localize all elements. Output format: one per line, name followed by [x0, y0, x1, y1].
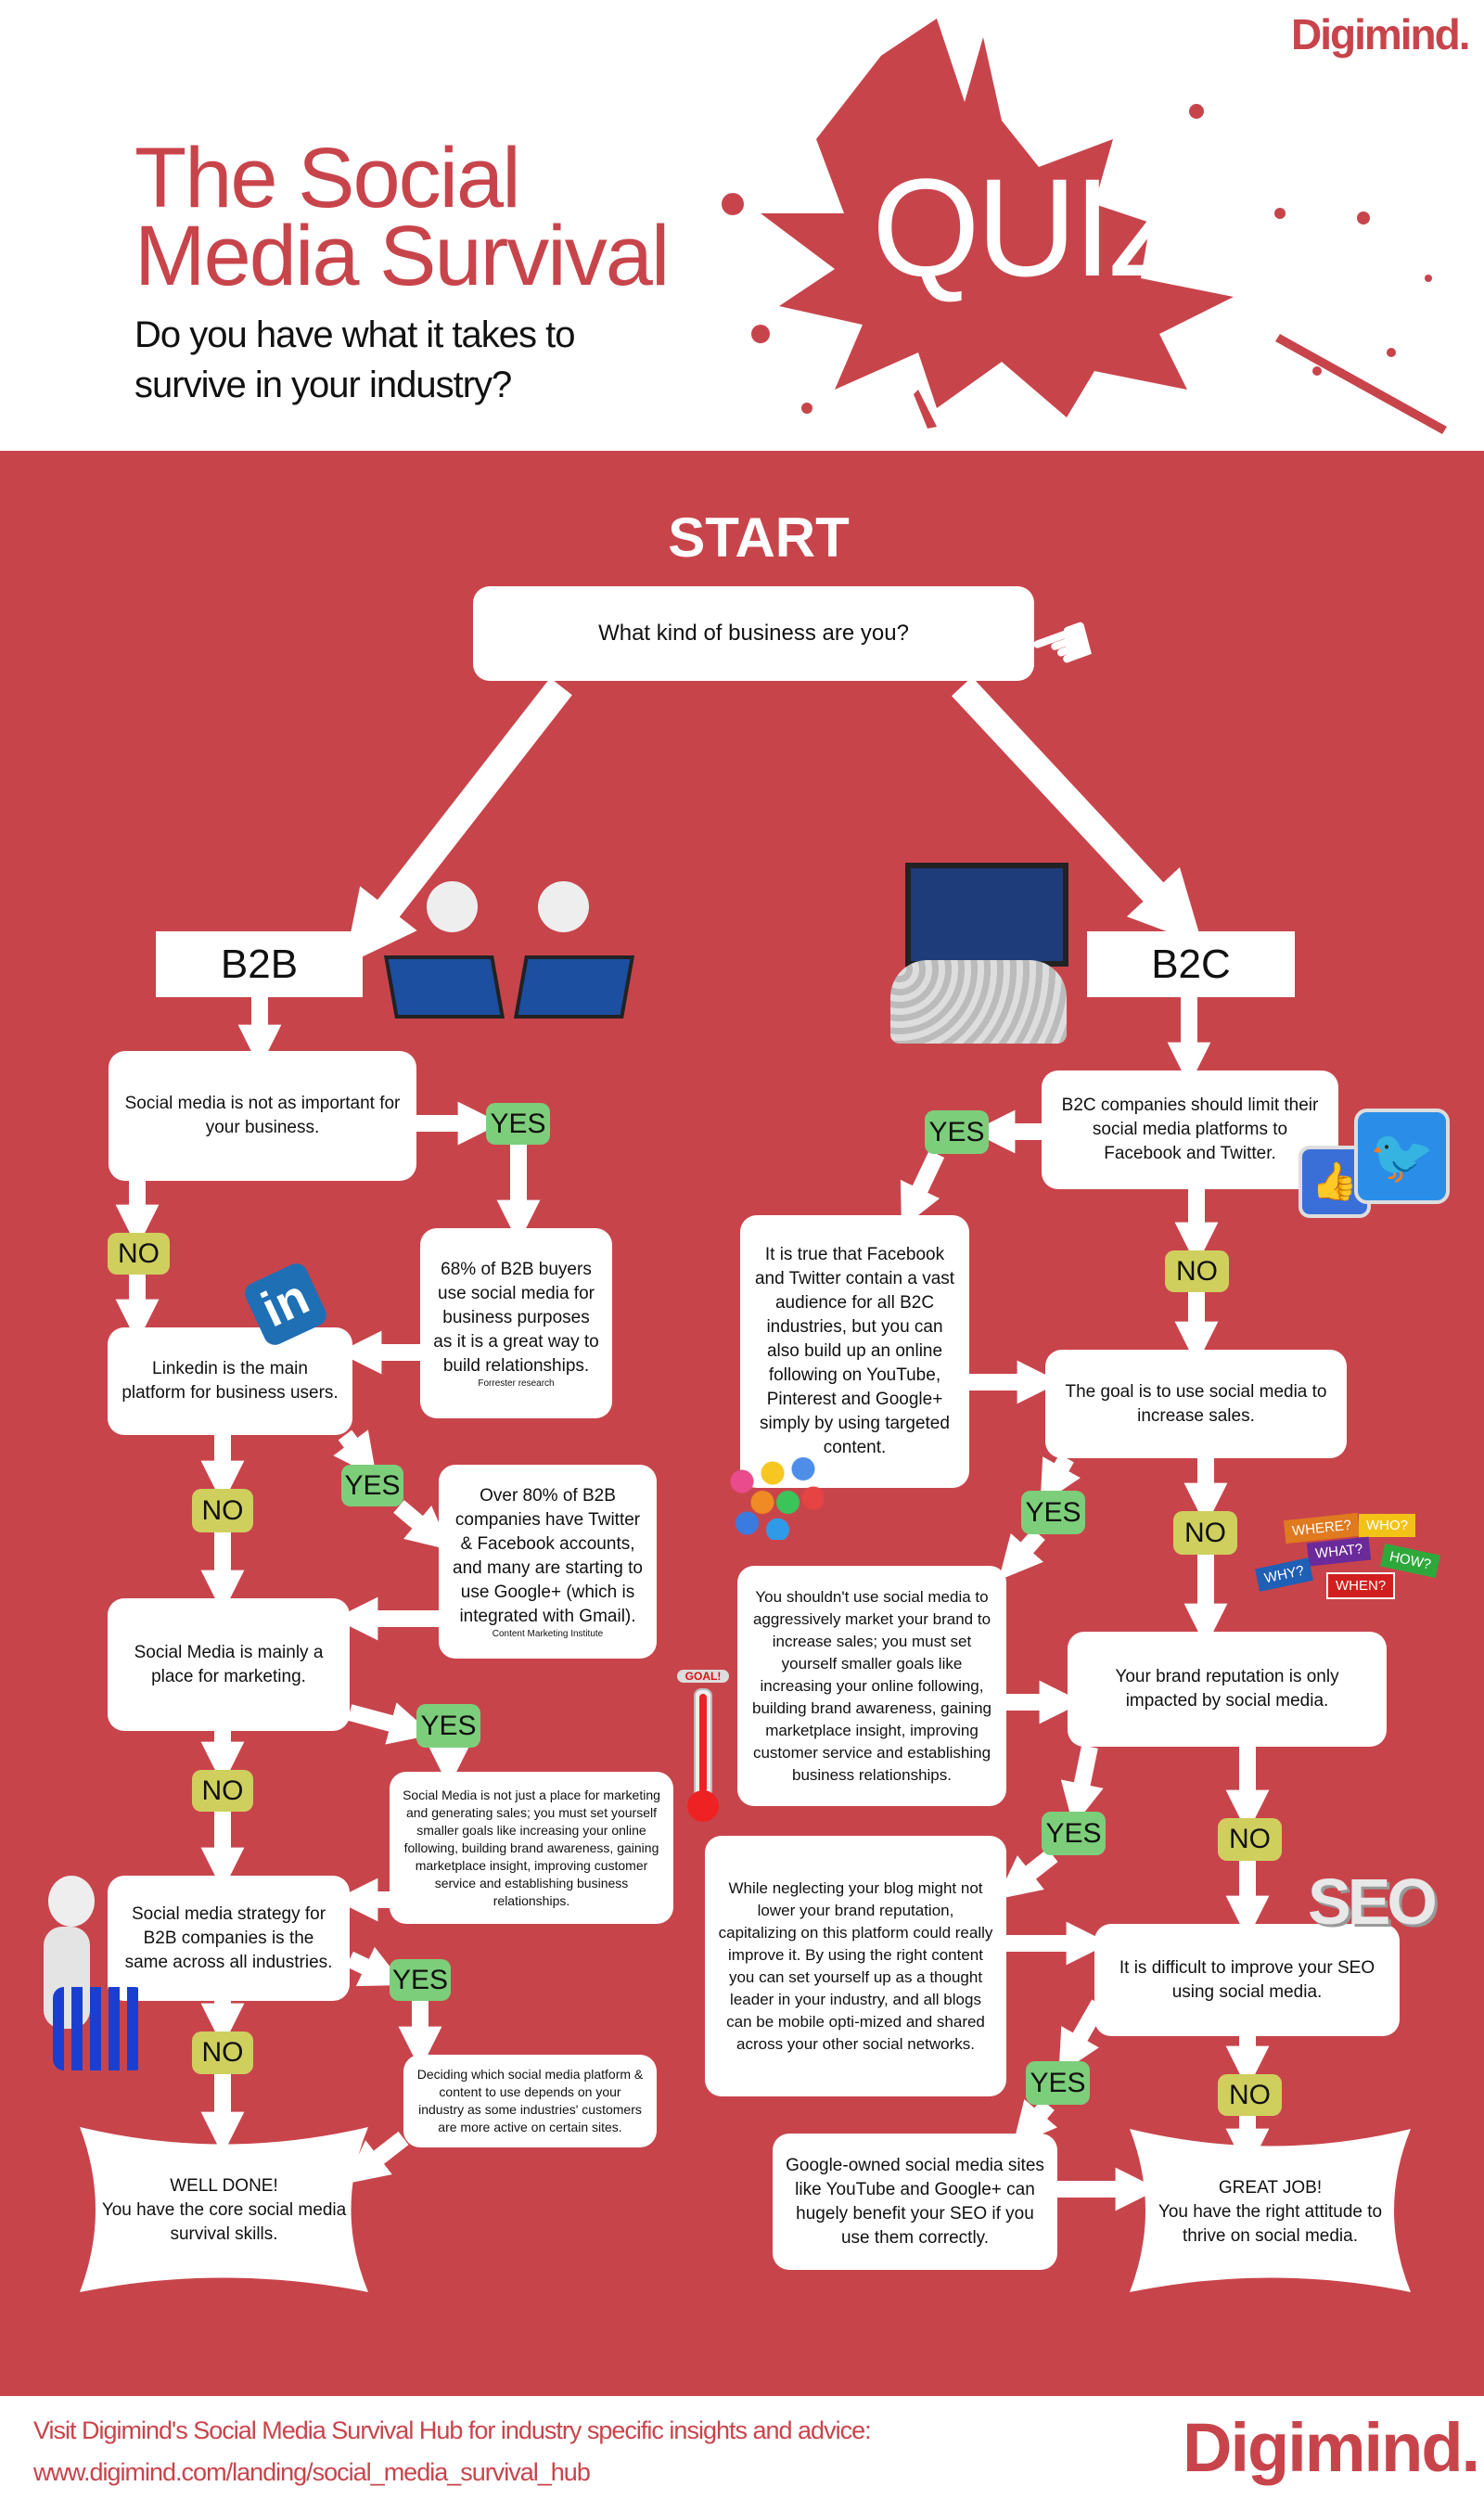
flow-arrow — [900, 1150, 945, 1229]
digimind-logo-top: Digimind. — [1291, 10, 1471, 58]
subtitle-line-1: Do you have what it takes to — [134, 314, 575, 355]
social-icons-cluster-icon — [722, 1456, 824, 1540]
flow-arrow — [344, 2131, 409, 2185]
yes-badge: YES — [416, 1704, 480, 1748]
yes-badge: YES — [341, 1465, 403, 1506]
question-box: What kind of business are you? — [473, 586, 1034, 681]
no-badge: NO — [1173, 1511, 1237, 1555]
no-badge: NO — [1218, 1818, 1282, 1861]
b2c-question-4: It is difficult to improve your SEO usin… — [1094, 1924, 1400, 2036]
flow-arrow — [344, 677, 572, 966]
b2c-label: B2C — [1087, 931, 1295, 997]
twitter-icon: 🐦 — [1354, 1109, 1450, 1204]
flow-arrow — [1012, 2099, 1057, 2147]
subtitle: Do you have what it takes to survive in … — [134, 310, 575, 410]
b2b-fact-2: Over 80% of B2B companies have Twitter &… — [439, 1465, 657, 1659]
no-badge: NO — [192, 1489, 253, 1532]
sign-what: WHAT? — [1306, 1536, 1372, 1567]
handshake-figures-icon — [384, 881, 634, 1030]
flow-arrow — [998, 1529, 1045, 1581]
well-done-result: WELL DONE! You have the core social medi… — [98, 2152, 350, 2268]
goal-thermometer-icon: GOAL! — [677, 1670, 729, 1824]
social-screen-crowd-icon — [890, 858, 1068, 1053]
result-title: WELL DONE! — [170, 2175, 278, 2196]
well-done-banner — [80, 2127, 368, 2292]
goal-label: GOAL! — [677, 1670, 729, 1683]
fact-source: Content Marketing Institute — [492, 1628, 604, 1639]
b2c-question-2: The goal is to use social media to incre… — [1045, 1350, 1347, 1458]
title-line-1: The Social — [134, 131, 521, 225]
b2b-fact-3: Social Media is not just a place for mar… — [390, 1772, 673, 1924]
b2c-question-1: B2C companies should limit their social … — [1042, 1070, 1338, 1189]
yes-badge: YES — [1021, 1491, 1085, 1534]
subtitle-line-2: survive in your industry? — [134, 365, 512, 405]
no-badge: NO — [192, 1770, 253, 1812]
b2c-fact-4: Google-owned social media sites like You… — [773, 2134, 1057, 2270]
magnifier-figure-icon — [16, 1876, 146, 2070]
paint-splash-icon — [722, 19, 1447, 434]
fact-text: 68% of B2B buyers use social media for b… — [433, 1259, 599, 1376]
result-text: You have the core social media survival … — [101, 2199, 347, 2244]
b2c-question-3: Your brand reputation is only impacted b… — [1068, 1632, 1387, 1747]
no-badge: NO — [108, 1233, 170, 1275]
great-job-banner — [1130, 2129, 1411, 2292]
b2c-fact-3: While neglecting your blog might not low… — [705, 1836, 1006, 2096]
b2c-fact-1: It is true that Facebook and Twitter con… — [740, 1215, 969, 1488]
yes-badge: YES — [390, 1959, 451, 2001]
digimind-logo-footer: Digimind. — [1183, 2409, 1480, 2486]
page-title: The Social Media Survival — [134, 131, 670, 303]
yes-badge: YES — [486, 1103, 550, 1145]
sign-who: WHO? — [1359, 1514, 1415, 1537]
no-badge: NO — [1218, 2074, 1282, 2116]
question-signs-icon: WHERE? WHO? WHAT? HOW? WHY? WHEN? — [1255, 1512, 1442, 1651]
start-label: START — [668, 506, 850, 569]
b2b-label: B2B — [156, 931, 363, 997]
flow-arrow — [1058, 1999, 1107, 2075]
quiz-label: QUIZ — [872, 149, 1193, 305]
flow-arrow — [952, 676, 1203, 945]
yes-badge: YES — [1042, 1812, 1106, 1855]
b2b-question-4: Social media strategy for B2B companies … — [108, 1876, 350, 2001]
flow-arrow — [1040, 1454, 1081, 1506]
b2b-fact-1: 68% of B2B buyers use social media for b… — [420, 1228, 612, 1418]
yes-badge: YES — [925, 1110, 989, 1154]
no-badge: NO — [192, 2031, 253, 2074]
title-line-2: Media Survival — [134, 209, 670, 303]
result-text: You have the right attitude to thrive on… — [1158, 2202, 1383, 2246]
footer-hub-link[interactable]: www.digimind.com/landing/social_media_su… — [33, 2458, 591, 2486]
fact-text: Over 80% of B2B companies have Twitter &… — [453, 1485, 643, 1626]
seo-target-icon: SEO — [1308, 1865, 1438, 1938]
b2c-fact-2: You shouldn't use social media to aggres… — [737, 1566, 1006, 1806]
no-badge: NO — [1165, 1250, 1229, 1292]
b2b-question-1: Social media is not as important for you… — [109, 1051, 416, 1181]
flow-arrow — [996, 1848, 1058, 1900]
yes-badge: YES — [1026, 2061, 1090, 2105]
b2b-question-2: Linkedin is the main platform for busine… — [108, 1327, 352, 1435]
great-job-result: GREAT JOB! You have the right attitude t… — [1148, 2152, 1392, 2273]
footer-cta: Visit Digimind's Social Media Survival H… — [33, 2416, 872, 2444]
flow-arrow — [393, 1500, 451, 1551]
flow-arrow — [333, 1429, 377, 1478]
flow-arrow — [347, 1702, 433, 1745]
flow-arrow — [1060, 1745, 1104, 1826]
b2b-fact-4: Deciding which social media platform & c… — [403, 2055, 657, 2147]
flow-arrow — [346, 1946, 405, 1987]
sign-why: WHY? — [1255, 1557, 1314, 1592]
sign-when: WHEN? — [1326, 1572, 1396, 1599]
fact-source: Forrester research — [478, 1378, 555, 1389]
b2b-question-3: Social Media is mainly a place for marke… — [108, 1598, 350, 1731]
result-title: GREAT JOB! — [1218, 2178, 1323, 2198]
